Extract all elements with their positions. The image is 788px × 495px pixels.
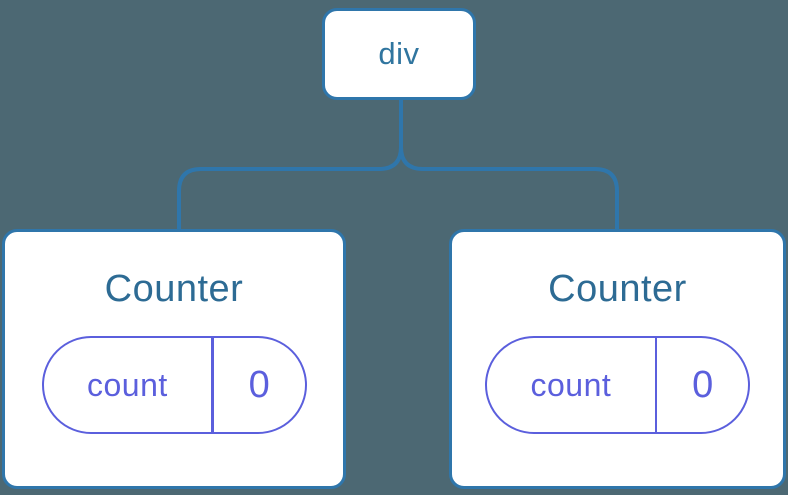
edge-root-to-left-counter <box>177 98 403 229</box>
state-pill-divider <box>654 338 658 432</box>
state-pill: count 0 <box>485 336 750 434</box>
state-key-label: count <box>87 366 168 403</box>
state-pill-divider <box>211 338 214 432</box>
component-title: Counter <box>104 268 244 310</box>
tree-node-counter-left: Counter count 0 <box>2 229 346 489</box>
state-value: 0 <box>248 363 270 406</box>
root-node-label: div <box>378 36 420 71</box>
tree-node-root-div: div <box>322 8 476 100</box>
component-title: Counter <box>548 268 687 310</box>
state-key-label: count <box>530 366 612 403</box>
tree-node-counter-right: Counter count 0 <box>449 229 786 489</box>
edge-root-to-right-counter <box>399 98 619 229</box>
state-value: 0 <box>692 363 714 406</box>
state-pill: count 0 <box>41 336 307 434</box>
